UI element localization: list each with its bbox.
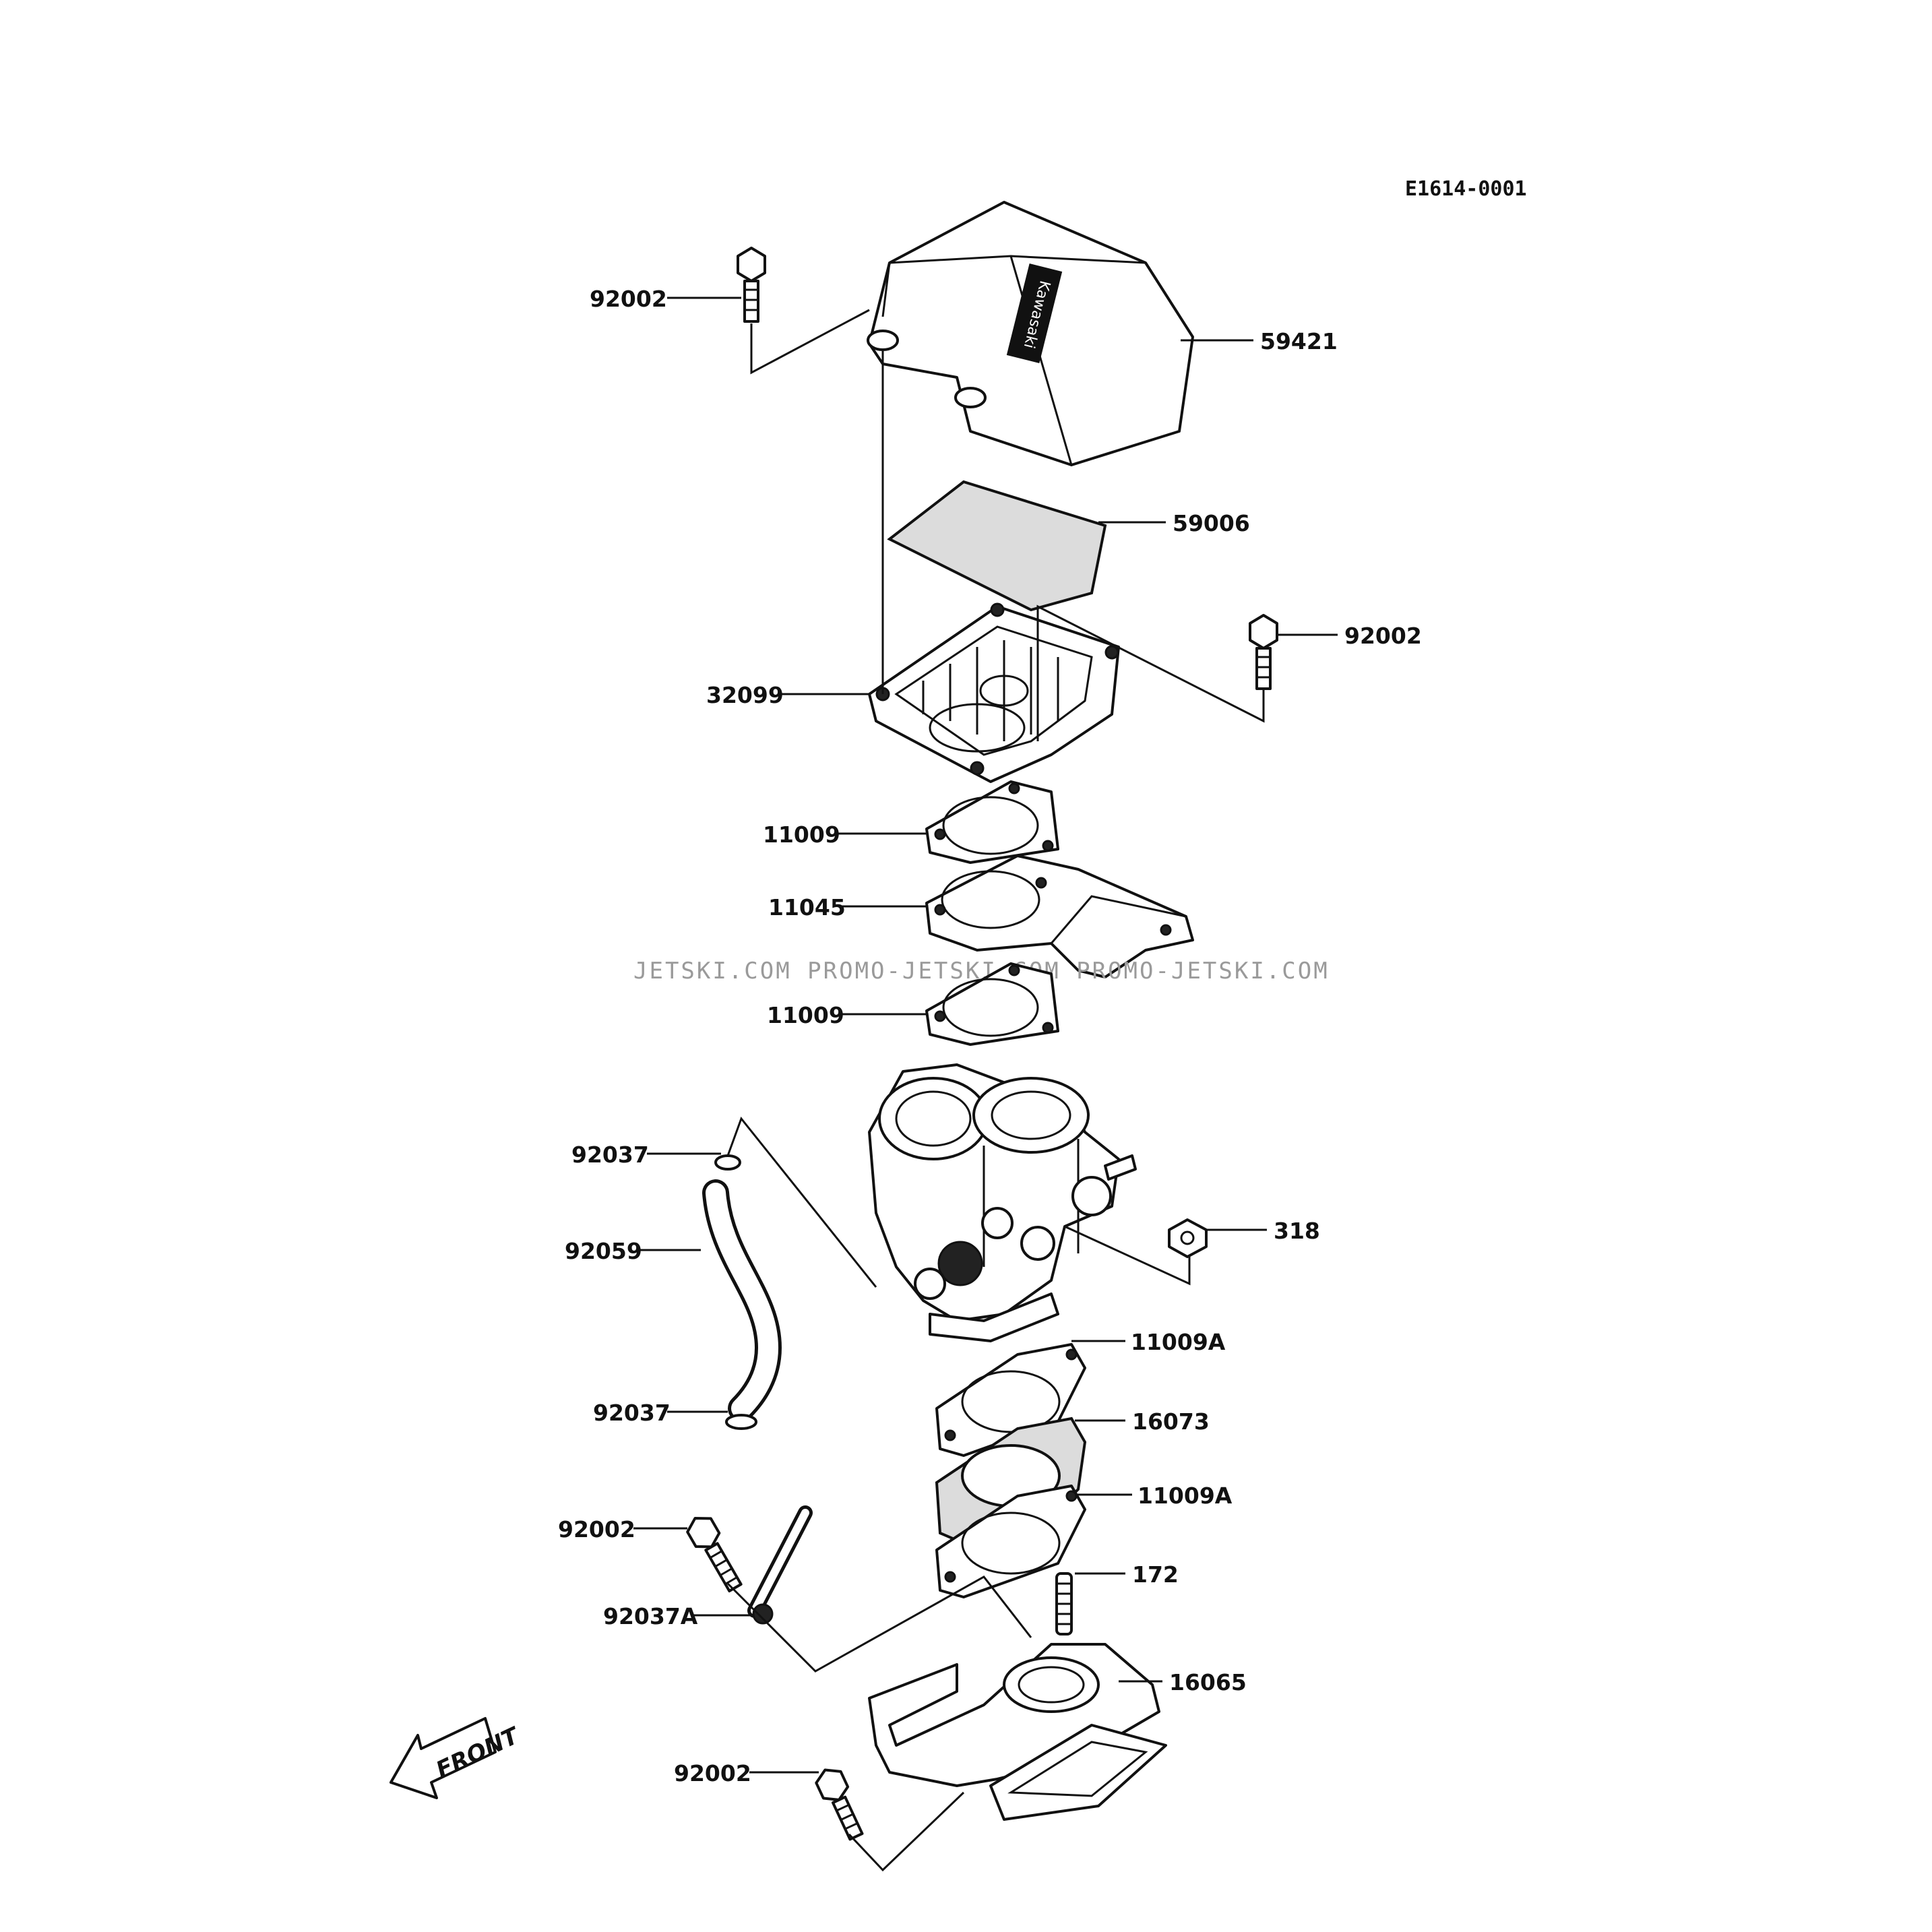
intake-manifold-16065 — [868, 1643, 1167, 1821]
bolt-92002-top — [737, 247, 766, 323]
callout-11009a: 11009A — [1131, 1329, 1226, 1355]
callout-92037a: 92037A — [603, 1603, 698, 1629]
wire-clamp-92037a — [747, 1505, 813, 1625]
callout-172: 172 — [1132, 1561, 1179, 1588]
callout-92002: 92002 — [558, 1516, 635, 1543]
callout-318: 318 — [1274, 1218, 1320, 1244]
bolt-92002-left — [686, 1516, 743, 1593]
gasket-11009-lower — [925, 962, 1059, 1046]
callout-92037: 92037 — [571, 1142, 649, 1168]
air-cleaner-base — [868, 602, 1120, 783]
callout-11009: 11009 — [763, 821, 840, 848]
front-direction-arrow: FRONT — [389, 1717, 524, 1799]
gasket-11009a-lower — [935, 1485, 1086, 1598]
callout-16073: 16073 — [1132, 1408, 1210, 1435]
stud-172 — [1055, 1572, 1073, 1635]
callout-labels: 92002 59421 59006 92002 32099 11009 1104… — [558, 286, 1422, 1786]
callout-59421: 59421 — [1260, 328, 1338, 354]
callout-92002: 92002 — [674, 1760, 751, 1786]
bolt-92002-right — [1249, 614, 1278, 690]
callout-11009a: 11009A — [1138, 1483, 1233, 1509]
callout-92037: 92037 — [593, 1400, 671, 1426]
nut-318 — [1168, 1218, 1208, 1258]
plate-11045 — [925, 854, 1194, 978]
callout-11009: 11009 — [767, 1002, 844, 1028]
callout-16065: 16065 — [1169, 1669, 1247, 1695]
callout-92059: 92059 — [565, 1238, 642, 1264]
callout-92002: 92002 — [1344, 623, 1422, 649]
callout-92002: 92002 — [590, 286, 667, 312]
clip-92037-lower — [725, 1414, 757, 1430]
clip-92037-upper — [714, 1154, 741, 1171]
callout-59006: 59006 — [1173, 510, 1250, 536]
air-filter-element — [887, 480, 1107, 612]
air-cleaner-cover: Kawasaki — [867, 201, 1194, 466]
bolt-92002-bottom — [815, 1768, 864, 1841]
leader-lines — [633, 297, 1338, 1872]
carburetor-assembly — [868, 1063, 1137, 1342]
callout-11045: 11045 — [768, 894, 846, 921]
gasket-11009-upper — [925, 780, 1059, 864]
callout-32099: 32099 — [706, 682, 784, 708]
diagram-code: E1614-0001 — [1405, 177, 1527, 201]
